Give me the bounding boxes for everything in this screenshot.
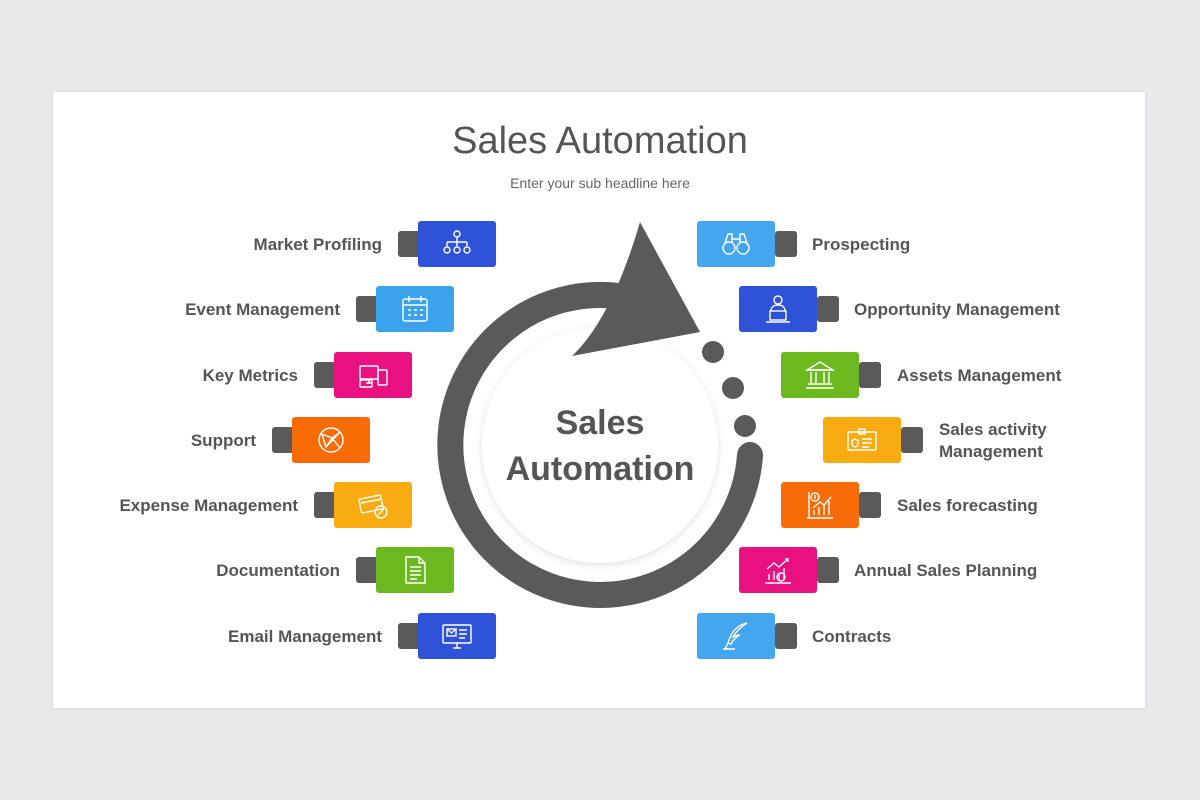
slide-subtitle: Enter your sub headline here (510, 175, 690, 191)
center-title-line1: Sales (555, 404, 645, 442)
connector-tab (817, 557, 839, 583)
center-title-line2: Automation (505, 450, 695, 488)
connector-tab (356, 557, 378, 583)
document-icon (376, 547, 454, 593)
cycle-arrow-ring (437, 281, 763, 608)
cycle-arrow-head (572, 222, 700, 356)
bank-icon (781, 352, 859, 398)
item-label: Support (190, 431, 256, 450)
calendar-icon (376, 286, 454, 332)
item-label: Assets Management (897, 366, 1062, 385)
org-chart-icon (418, 221, 496, 267)
devices-icon (334, 352, 412, 398)
item-label: Opportunity Management (854, 300, 1060, 319)
connector-tab (398, 623, 420, 649)
item-label: Annual Sales Planning (854, 561, 1038, 580)
connector-tab (356, 296, 378, 322)
item-label: Contracts (812, 627, 892, 646)
item-label: Prospecting (812, 235, 911, 254)
cycle-dot (702, 341, 724, 363)
binoculars-icon (697, 221, 775, 267)
item-label: Email Management (228, 627, 382, 646)
email-monitor-icon (418, 613, 496, 659)
item-label: Documentation (216, 561, 340, 580)
item-label: Event Management (185, 300, 340, 319)
item-label: Market Profiling (253, 235, 382, 254)
presenter-icon (739, 286, 817, 332)
connector-tab (314, 362, 336, 388)
connector-tab (775, 231, 797, 257)
item-label-line2: Management (939, 442, 1043, 461)
connector-tab (775, 623, 797, 649)
credit-card-icon (334, 482, 412, 528)
center-disc (482, 327, 718, 563)
connector-tab (859, 492, 881, 518)
cycle-dot (734, 415, 756, 437)
item-label-line1: Sales activity (939, 420, 1047, 439)
item-label: Key Metrics (202, 366, 298, 385)
cycle-dot (722, 377, 744, 399)
connector-tab (398, 231, 420, 257)
globe-network-icon (292, 417, 370, 463)
quill-pen-icon (697, 613, 775, 659)
connector-tab (901, 427, 923, 453)
growth-chart-icon (781, 482, 859, 528)
connector-tab (859, 362, 881, 388)
connector-tab (817, 296, 839, 322)
slide-title: Sales Automation (452, 120, 748, 162)
connector-tab (314, 492, 336, 518)
id-card-icon (823, 417, 901, 463)
connector-tab (272, 427, 294, 453)
item-label: Sales forecasting (897, 496, 1038, 515)
item-label: Expense Management (119, 496, 298, 515)
planning-chart-icon (739, 547, 817, 593)
